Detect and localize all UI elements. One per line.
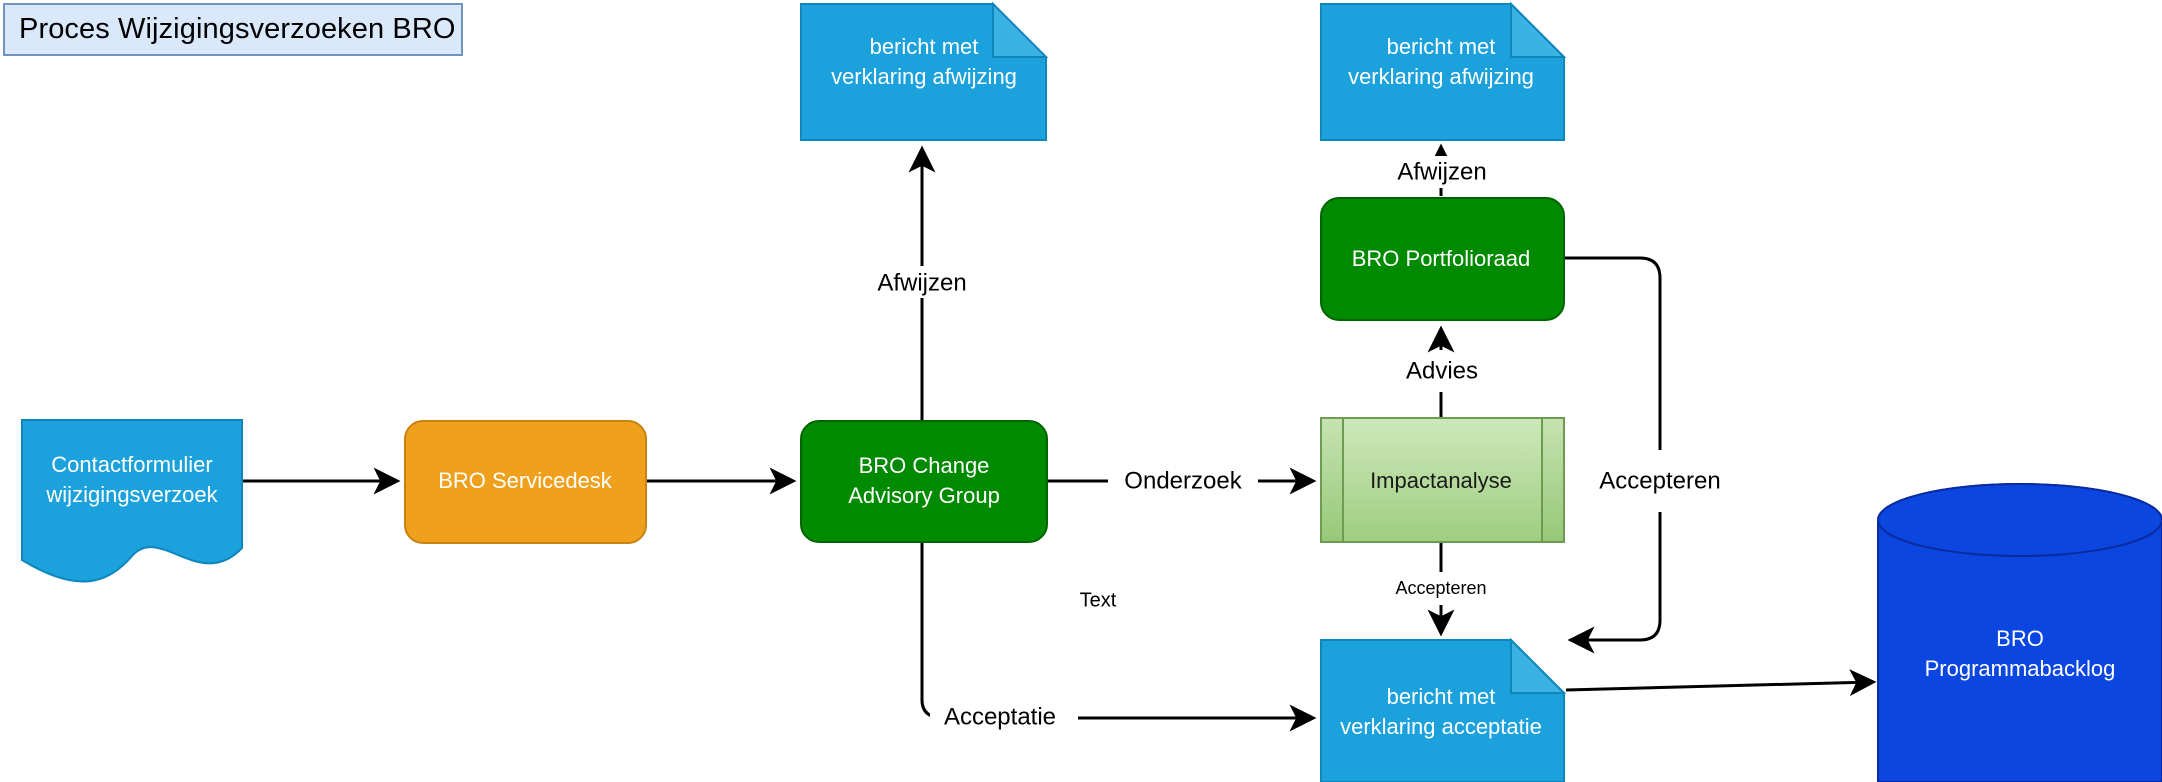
edge-label-acceptatie-bg <box>930 702 1078 734</box>
edge-label-text: Text <box>1080 589 1117 611</box>
note-left-fold <box>992 1 1049 58</box>
note-left-body <box>800 3 1047 141</box>
bericht-verklaring-afwijzing-note-right[interactable]: bericht met verklaring afwijzing <box>1320 1 1567 141</box>
bro-portfolioraad-shape <box>1320 197 1565 321</box>
edge-label-afwijzen-right: Afwijzen <box>1397 158 1486 185</box>
contactformulier-label-line2: wijzigingsverzoek <box>45 482 218 507</box>
edge-label-advies: Advies <box>1406 357 1478 384</box>
note-acceptatie-label-line2: verklaring acceptatie <box>1340 714 1542 739</box>
impactanalyse-right-bar <box>1541 417 1565 543</box>
bro-change-advisory-group-label-line1: BRO Change <box>859 453 990 478</box>
edge-label-advies-bg <box>1385 355 1500 387</box>
cylinder-top <box>1877 483 2162 557</box>
note-right-label-line2: verklaring afwijzing <box>1348 64 1534 89</box>
bericht-verklaring-afwijzing-note-left[interactable]: bericht met verklaring afwijzing <box>800 1 1049 141</box>
edge-cag-to-acceptatie-note <box>920 542 1317 732</box>
bro-change-advisory-group-label-line2: Advisory Group <box>848 483 1000 508</box>
edge-acceptatie-note-to-backlog <box>1565 669 1877 697</box>
bro-servicedesk-label: BRO Servicedesk <box>438 468 613 493</box>
impactanalyse-left-bar <box>1320 417 1344 543</box>
edge-labels-layer: Afwijzen Afwijzen Onderzoek Advies Accep… <box>848 156 1721 734</box>
note-right-fold <box>1510 1 1567 58</box>
note-right-body <box>1320 3 1565 141</box>
note-acceptatie-fold <box>1510 637 1567 694</box>
note-left-label-line2: verklaring afwijzing <box>831 64 1017 89</box>
note-right-label-line1: bericht met <box>1387 34 1496 59</box>
impactanalyse-shape <box>1320 417 1565 543</box>
bro-change-advisory-group-process[interactable]: BRO Change Advisory Group <box>800 420 1048 543</box>
cylinder-label-line2: Programmabacklog <box>1925 656 2116 681</box>
bro-servicedesk-shape <box>404 420 647 544</box>
contactformulier-shape <box>21 419 243 583</box>
note-acceptatie-label-line1: bericht met <box>1387 684 1496 709</box>
edge-label-afwijzen-right-bg <box>1368 156 1516 188</box>
bro-servicedesk-process[interactable]: BRO Servicedesk <box>404 420 647 544</box>
bericht-verklaring-acceptatie-note[interactable]: bericht met verklaring acceptatie <box>1320 637 1567 782</box>
bro-portfolioraad-label: BRO Portfolioraad <box>1352 246 1531 271</box>
edge-label-accepteren-right: Accepteren <box>1599 467 1720 494</box>
bro-portfolioraad-process[interactable]: BRO Portfolioraad <box>1320 197 1565 321</box>
edge-label-afwijzen-left: Afwijzen <box>877 269 966 296</box>
bro-programmabacklog-database[interactable]: BRO Programmabacklog <box>1877 483 2162 782</box>
bro-change-advisory-group-shape <box>800 420 1048 543</box>
edge-label-accepteren-middle: Accepteren <box>1395 578 1486 598</box>
impactanalyse-label: Impactanalyse <box>1370 468 1512 493</box>
edge-label-acceptatie: Acceptatie <box>944 703 1056 730</box>
edge-label-afwijzen-left-bg <box>848 266 996 298</box>
cylinder-label-line1: BRO <box>1996 626 2044 651</box>
contactformulier-label-line1: Contactformulier <box>51 452 212 477</box>
note-acceptatie-body <box>1320 639 1565 782</box>
edge-portfolioraad-to-acceptatie-note <box>1564 256 1662 640</box>
note-left-label-line1: bericht met <box>870 34 979 59</box>
contactformulier-document[interactable]: Contactformulier wijzigingsverzoek <box>21 419 243 583</box>
edge-label-onderzoek: Onderzoek <box>1124 467 1242 494</box>
impactanalyse-predefined-process[interactable]: Impactanalyse <box>1320 417 1565 543</box>
diagram-title: Proces Wijzigingsverzoeken BRO <box>3 3 463 56</box>
